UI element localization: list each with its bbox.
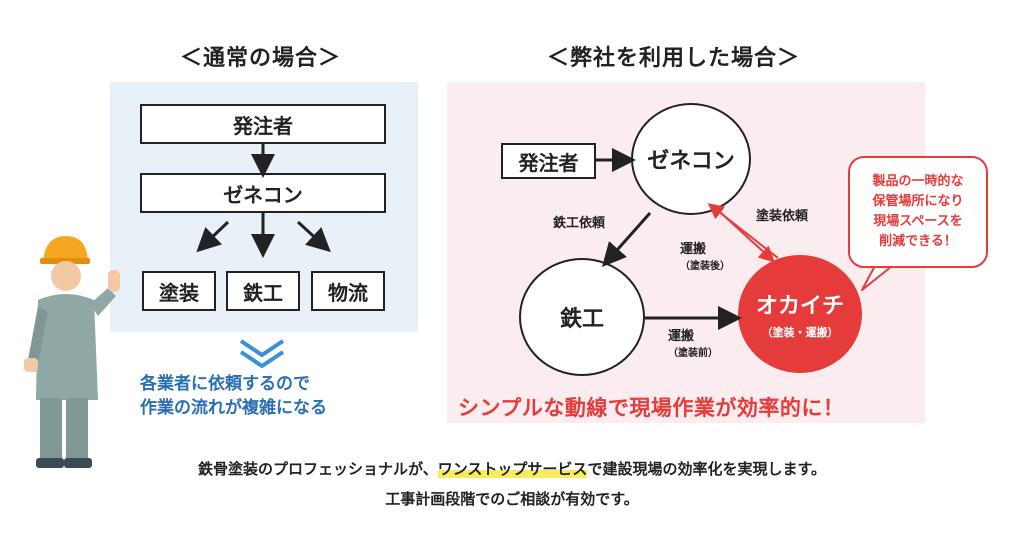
transport-before-sub: （塗装前）: [668, 348, 718, 359]
storage-callout: 製品の一時的な 保管場所になり 現場スペースを 削減できる！: [848, 156, 988, 268]
general-contractor-circle: ゼネコン: [631, 103, 751, 215]
footer-line1: 鉄骨塗装のプロフェッショナルが、ワンストップサービスで建設現場の効率化を実現しま…: [0, 458, 1024, 479]
left-steel-box: 鉄工: [226, 271, 300, 311]
callout-line3: 現場スペースを: [873, 214, 963, 229]
left-client-box: 発注者: [140, 104, 386, 144]
okaichi-sub-label: （塗装・運搬）: [761, 326, 839, 339]
steel-works-circle: 鉄工: [519, 258, 645, 376]
right-client-box: 発注者: [501, 143, 596, 179]
footer-line2: 工事計画段階でのご相談が有効です。: [385, 490, 639, 508]
steel-order-label: 鉄工依頼: [553, 216, 606, 231]
right-title: ＜弊社を利用した場合＞: [547, 46, 801, 71]
callout-line2: 保管場所になり: [872, 194, 964, 209]
footer-line1-pre: 鉄骨塗装のプロフェッショナルが、: [198, 460, 438, 478]
transport-after-label: 運搬 （塗装後）: [680, 238, 730, 272]
callout-line4: 削減できる！: [879, 234, 957, 249]
one-stop-service-highlight: ワンストップサービス: [437, 460, 588, 478]
complex-flow-note: 各業者に依頼するので 作業の流れが複雑になる: [140, 372, 327, 420]
footer-line1-post: で建設現場の効率化を実現します。: [587, 460, 826, 478]
transport-before-label: 運搬 （塗装前）: [668, 325, 718, 359]
left-title: ＜通常の場合＞: [180, 46, 342, 71]
paint-order-label: 塗装依頼: [756, 209, 809, 224]
left-painting-box: 塗装: [142, 271, 216, 311]
complex-flow-note-line2: 作業の流れが複雑になる: [140, 398, 327, 418]
complex-flow-note-line1: 各業者に依頼するので: [140, 374, 310, 394]
callout-line1: 製品の一時的な: [872, 174, 964, 189]
left-logistics-box: 物流: [311, 271, 385, 311]
steel-works-label: 鉄工: [559, 307, 604, 332]
transport-after-title: 運搬: [680, 242, 707, 257]
transport-before-title: 運搬: [668, 329, 695, 344]
general-contractor-label: ゼネコン: [647, 149, 735, 174]
transport-after-sub: （塗装後）: [680, 261, 730, 272]
efficiency-slogan: シンプルな動線で現場作業が効率的に！: [458, 396, 845, 420]
okaichi-label: オカイチ: [755, 294, 844, 319]
